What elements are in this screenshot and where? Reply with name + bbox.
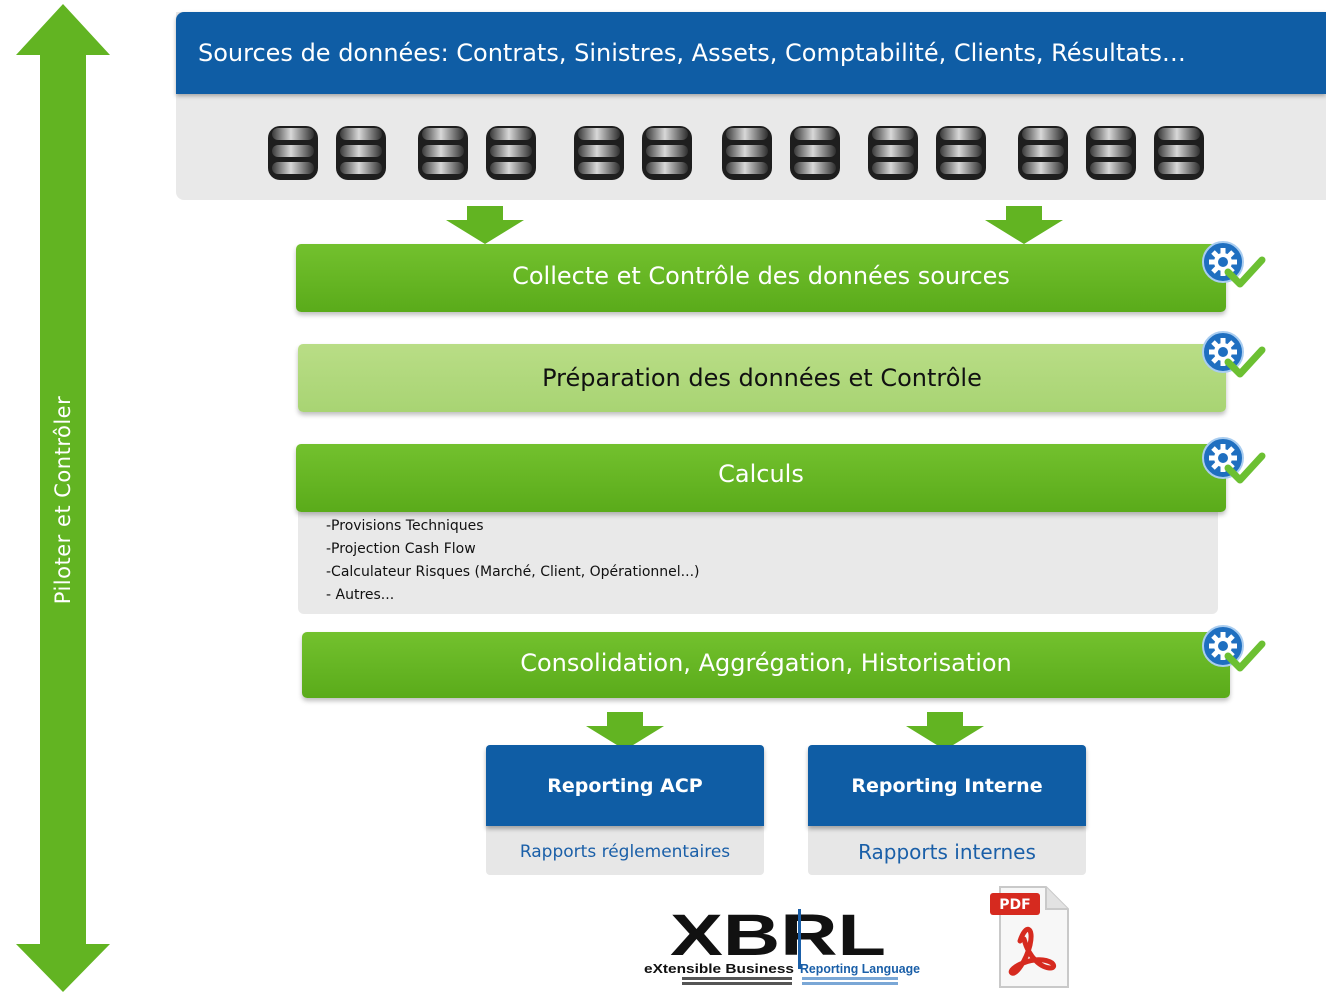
calculs-item: -Projection Cash Flow <box>326 541 476 557</box>
sources-title: Sources de données: Contrats, Sinistres,… <box>198 39 1186 67</box>
stage-collecte-bar: Collecte et Contrôle des données sources <box>296 244 1226 312</box>
sources-header: Sources de données: Contrats, Sinistres,… <box>176 12 1326 94</box>
database-icon <box>486 126 536 180</box>
stage-preparation-bar: Préparation des données et Contrôle <box>298 344 1226 412</box>
database-icon <box>722 126 772 180</box>
stage-collecte-label: Collecte et Contrôle des données sources <box>512 262 1010 290</box>
gear-check-icon <box>1202 625 1266 672</box>
reporting-interne-title: Reporting Interne <box>808 745 1086 826</box>
database-icon <box>936 126 986 180</box>
calculs-item: -Provisions Techniques <box>326 518 484 534</box>
database-icons-row <box>268 126 1204 180</box>
database-icon <box>336 126 386 180</box>
stage-calculs-label: Calculs <box>718 460 804 488</box>
database-icon <box>268 126 318 180</box>
gear-check-icon <box>1202 241 1266 288</box>
calculs-item: -Calculateur Risques (Marché, Client, Op… <box>326 564 700 580</box>
stage-consolidation-label: Consolidation, Aggrégation, Historisatio… <box>520 649 1012 677</box>
svg-text:XBRL: XBRL <box>670 905 886 968</box>
down-arrow-icon <box>586 712 664 750</box>
database-icon <box>418 126 468 180</box>
double-arrow-icon <box>16 4 110 992</box>
database-icon <box>1086 126 1136 180</box>
database-icon <box>574 126 624 180</box>
reporting-acp-subtitle: Rapports réglementaires <box>519 841 731 862</box>
stage-calculs-bar: Calculs <box>296 444 1226 512</box>
database-icon <box>1018 126 1068 180</box>
calculs-item: - Autres... <box>326 587 395 603</box>
down-arrow-icon <box>985 206 1063 244</box>
stage-consolidation-bar: Consolidation, Aggrégation, Historisatio… <box>302 632 1230 698</box>
gear-check-icon <box>1202 437 1266 484</box>
svg-text:eXtensible Business: eXtensible Business <box>644 961 794 976</box>
reporting-acp-title: Reporting ACP <box>486 745 764 826</box>
svg-text:PDF: PDF <box>999 897 1030 913</box>
down-arrow-icon <box>906 712 984 750</box>
database-icon <box>642 126 692 180</box>
side-label: Piloter et Contrôler <box>51 395 75 605</box>
reporting-interne-subtitle: Rapports internes <box>858 839 1036 864</box>
database-icon <box>790 126 840 180</box>
calculs-details-panel: -Provisions Techniques -Projection Cash … <box>298 506 1218 614</box>
down-arrow-icon <box>446 206 524 244</box>
database-icon <box>1154 126 1204 180</box>
gear-check-icon <box>1202 331 1266 378</box>
svg-text:Reporting Language: Reporting Language <box>800 961 920 976</box>
stage-preparation-label: Préparation des données et Contrôle <box>542 364 982 392</box>
pdf-file-icon: PDF <box>990 886 1069 988</box>
xbrl-logo: XBRL eXtensible Business Reporting Langu… <box>644 905 920 985</box>
database-icon <box>868 126 918 180</box>
